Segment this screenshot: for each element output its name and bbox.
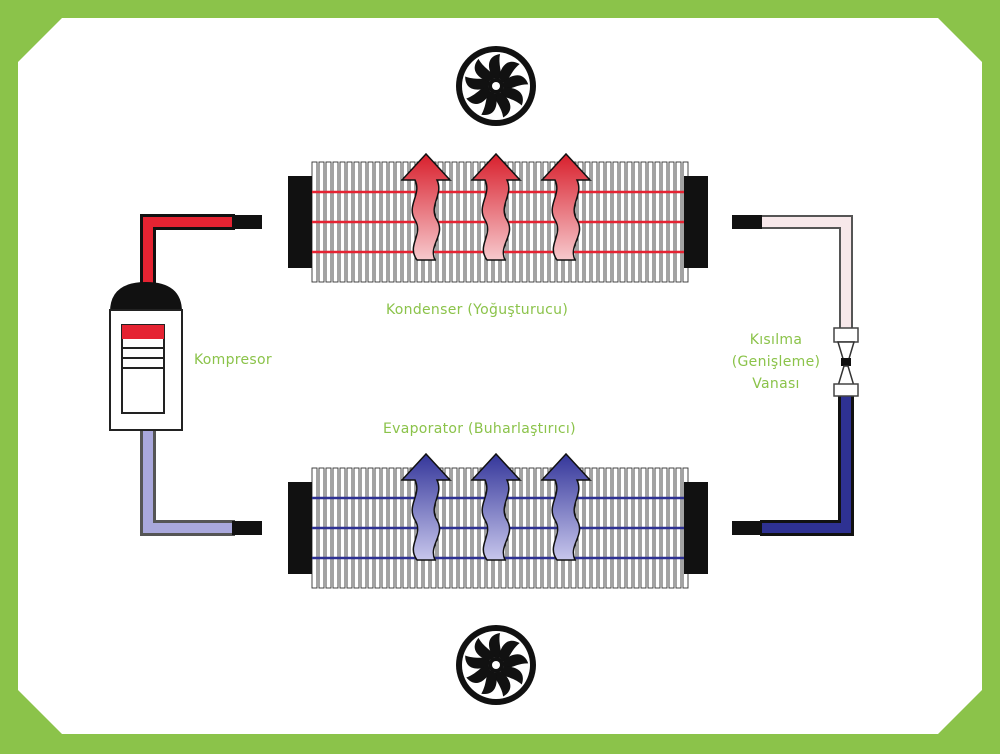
evaporator-header (684, 482, 708, 574)
evaporator-label: Evaporator (Buharlaştırıcı) (383, 421, 576, 437)
pipes (140, 214, 854, 536)
expansion-valve (833, 327, 859, 397)
valve-label-line1: Kısılma (749, 332, 803, 348)
compressor-label: Kompresor (194, 352, 272, 368)
condenser-header (288, 176, 312, 268)
background-panel (18, 18, 982, 734)
heat-rejection-arrows (401, 153, 591, 261)
heat-absorption-arrows (401, 453, 591, 561)
fan-icon (456, 46, 536, 126)
expansion-valve-label: Kısılma (Genişleme) Vanası (716, 329, 836, 395)
condenser-label: Kondenser (Yoğuşturucu) (386, 302, 569, 318)
valve-label-line3: Vanası (752, 376, 800, 392)
evaporator-header (288, 482, 312, 574)
valve-label-line2: (Genişleme) (731, 354, 821, 370)
condenser-header (684, 176, 708, 268)
fan-icon (456, 625, 536, 705)
compressor (109, 282, 183, 431)
